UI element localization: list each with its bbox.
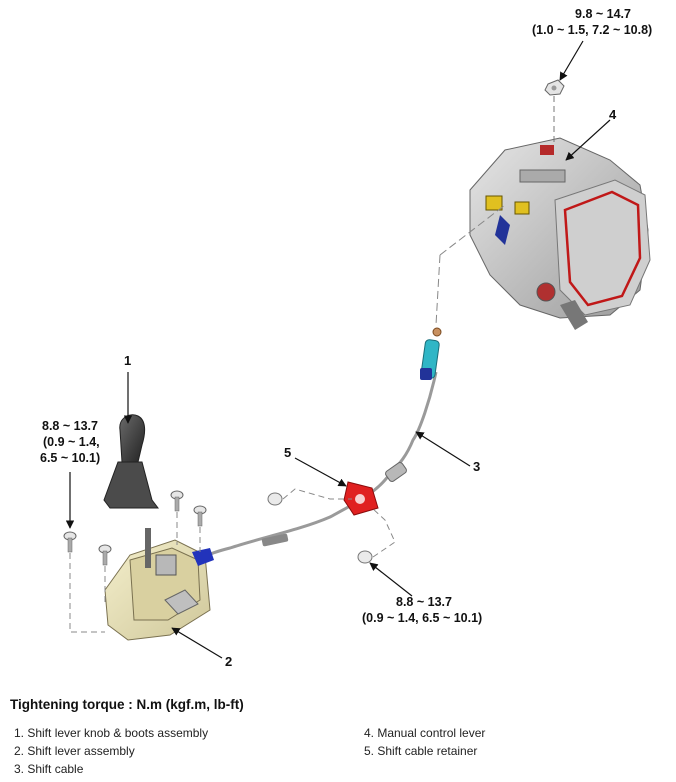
leader-torque-bracket xyxy=(369,562,413,597)
callout-3: 3 xyxy=(473,459,481,474)
leader-5 xyxy=(294,457,347,487)
bracket-bolt-left xyxy=(267,492,283,506)
torque-label-bracket: 8.8 ~ 13.7 (0.9 ~ 1.4, 6.5 ~ 10.1) xyxy=(362,594,482,626)
shift-lever-knob-boot xyxy=(103,414,159,509)
torque-transaxle-line2: (1.0 ~ 1.5, 7.2 ~ 10.8) xyxy=(532,23,653,37)
legend-item-3: 3. Shift cable xyxy=(14,762,84,776)
torque-label-transaxle-2: (1.0 ~ 1.5, 7.2 ~ 10.8) xyxy=(532,22,652,38)
shift-lever-assembly xyxy=(104,528,214,641)
leader-2 xyxy=(171,627,223,659)
torque-lever-line3: 6.5 ~ 10.1) xyxy=(40,451,101,465)
lever-bolt-3 xyxy=(170,490,184,512)
legend-item-1: 1. Shift lever knob & boots assembly xyxy=(14,726,209,740)
bracket-bolt-right xyxy=(357,550,373,564)
leader-torque-top xyxy=(559,40,584,81)
legend-item-2: 2. Shift lever assembly xyxy=(14,744,135,758)
shift-cable-retainer xyxy=(343,481,379,516)
torque-lever-line2: (0.9 ~ 1.4, xyxy=(43,435,100,449)
callout-2: 2 xyxy=(225,654,233,669)
torque-bracket-line1: 8.8 ~ 13.7 xyxy=(396,595,452,609)
leader-4 xyxy=(565,119,611,161)
callout-5: 5 xyxy=(284,445,292,460)
callout-1: 1 xyxy=(124,353,132,368)
transaxle-bolt xyxy=(544,79,565,96)
leader-3 xyxy=(415,431,471,467)
lever-bolt-1 xyxy=(63,531,77,553)
legend-item-4: 4. Manual control lever xyxy=(364,726,486,740)
torque-units-heading: Tightening torque : N.m (kgf.m, lb-ft) xyxy=(10,697,244,712)
shift-system-diagram xyxy=(63,40,651,659)
torque-transaxle-line1: 9.8 ~ 14.7 xyxy=(575,7,631,21)
legend-item-5: 5. Shift cable retainer xyxy=(364,744,478,758)
torque-label-lever: 8.8 ~ 13.7 (0.9 ~ 1.4, 6.5 ~ 10.1) xyxy=(40,418,100,466)
torque-bracket-line2: (0.9 ~ 1.4, 6.5 ~ 10.1) xyxy=(362,611,483,625)
transaxle-assembly xyxy=(469,137,651,330)
callout-4: 4 xyxy=(609,107,617,122)
shift-cable xyxy=(205,327,442,558)
torque-lever-line1: 8.8 ~ 13.7 xyxy=(42,419,98,433)
lever-bolt-2 xyxy=(98,544,112,566)
lever-bolt-4 xyxy=(193,505,207,527)
torque-label-transaxle: 9.8 ~ 14.7 xyxy=(548,6,658,22)
